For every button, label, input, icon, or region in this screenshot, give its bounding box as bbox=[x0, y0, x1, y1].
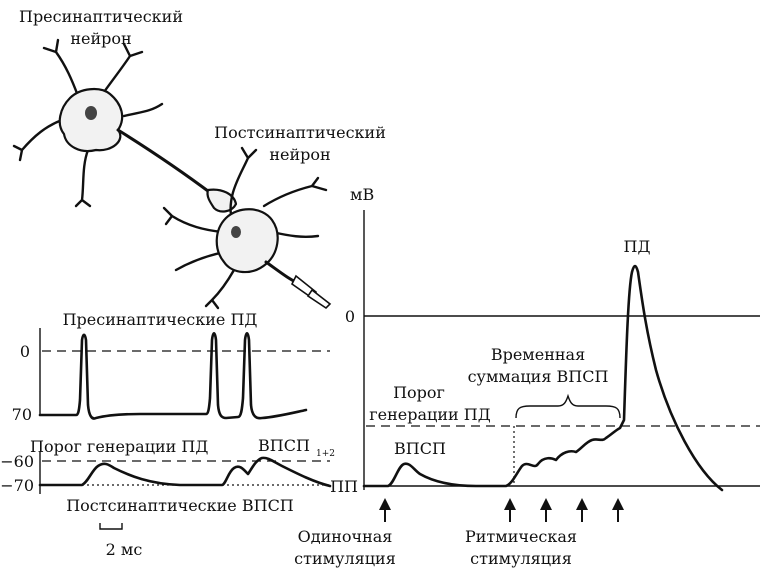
temporal-summation-line2: суммация ВПСП bbox=[468, 367, 609, 386]
presynaptic-neuron-label-line2: нейрон bbox=[70, 29, 131, 48]
rhythmic-stim-line1: Ритмическая bbox=[465, 527, 577, 546]
tick-pp: ПП bbox=[330, 477, 358, 496]
presynaptic-neuron-label-line1: Пресинаптический bbox=[19, 7, 183, 26]
presynaptic-neuron-drawing bbox=[12, 38, 238, 213]
temporal-summation-line1: Временная bbox=[491, 345, 585, 364]
tick-0: 0 bbox=[20, 342, 30, 361]
vpsp-main-label: ВПСП bbox=[394, 439, 446, 458]
rhythmic-stim-line2: стимуляция bbox=[470, 549, 572, 568]
vpsp-sum-subscript: 1+2 bbox=[316, 449, 335, 459]
pd-label: ПД bbox=[624, 237, 651, 256]
main-graph: мВ 0 ПП ПД Временная суммация ВПСП Порог… bbox=[294, 185, 760, 568]
postsynaptic-epsp-trace bbox=[38, 456, 332, 488]
threshold-label-left: Порог генерации ПД bbox=[30, 437, 208, 456]
threshold-main-line2: генерации ПД bbox=[369, 405, 490, 424]
postsynaptic-neuron-drawing bbox=[162, 146, 332, 310]
presynaptic-ap-panel: Пресинаптические ПД 0 70 bbox=[12, 310, 330, 424]
time-scale-bar bbox=[99, 523, 123, 530]
single-stim-line2: стимуляция bbox=[294, 549, 396, 568]
rhythmic-stimulation-arrows bbox=[504, 498, 624, 522]
postsynaptic-neuron-label-line2: нейрон bbox=[269, 145, 330, 164]
time-scale-label: 2 мс bbox=[106, 540, 143, 559]
postsynaptic-epsp-panel: Порог генерации ПД ВПСП 1+2 −60 −70 Пост… bbox=[0, 436, 335, 559]
tick-minus70: −70 bbox=[0, 476, 34, 495]
vpsp-sum-text: ВПСП bbox=[258, 436, 310, 455]
vpsp-sum-label: ВПСП bbox=[258, 436, 310, 455]
postsynaptic-caption: Постсинаптические ВПСП bbox=[66, 496, 294, 515]
single-stim-line1: Одиночная bbox=[298, 527, 393, 546]
main-membrane-trace bbox=[362, 264, 724, 492]
presynaptic-ap-trace bbox=[38, 331, 308, 420]
tick-minus60: −60 bbox=[0, 452, 34, 471]
presynaptic-ap-title: Пресинаптические ПД bbox=[63, 310, 258, 329]
tick-0-main: 0 bbox=[345, 307, 355, 326]
single-stimulation-arrow bbox=[379, 498, 391, 522]
summation-brace bbox=[515, 393, 621, 419]
tick-70: 70 bbox=[12, 405, 32, 424]
threshold-main-line1: Порог bbox=[393, 383, 445, 402]
postsynaptic-neuron-label-line1: Постсинаптический bbox=[214, 123, 386, 142]
unit-label: мВ bbox=[350, 185, 374, 204]
